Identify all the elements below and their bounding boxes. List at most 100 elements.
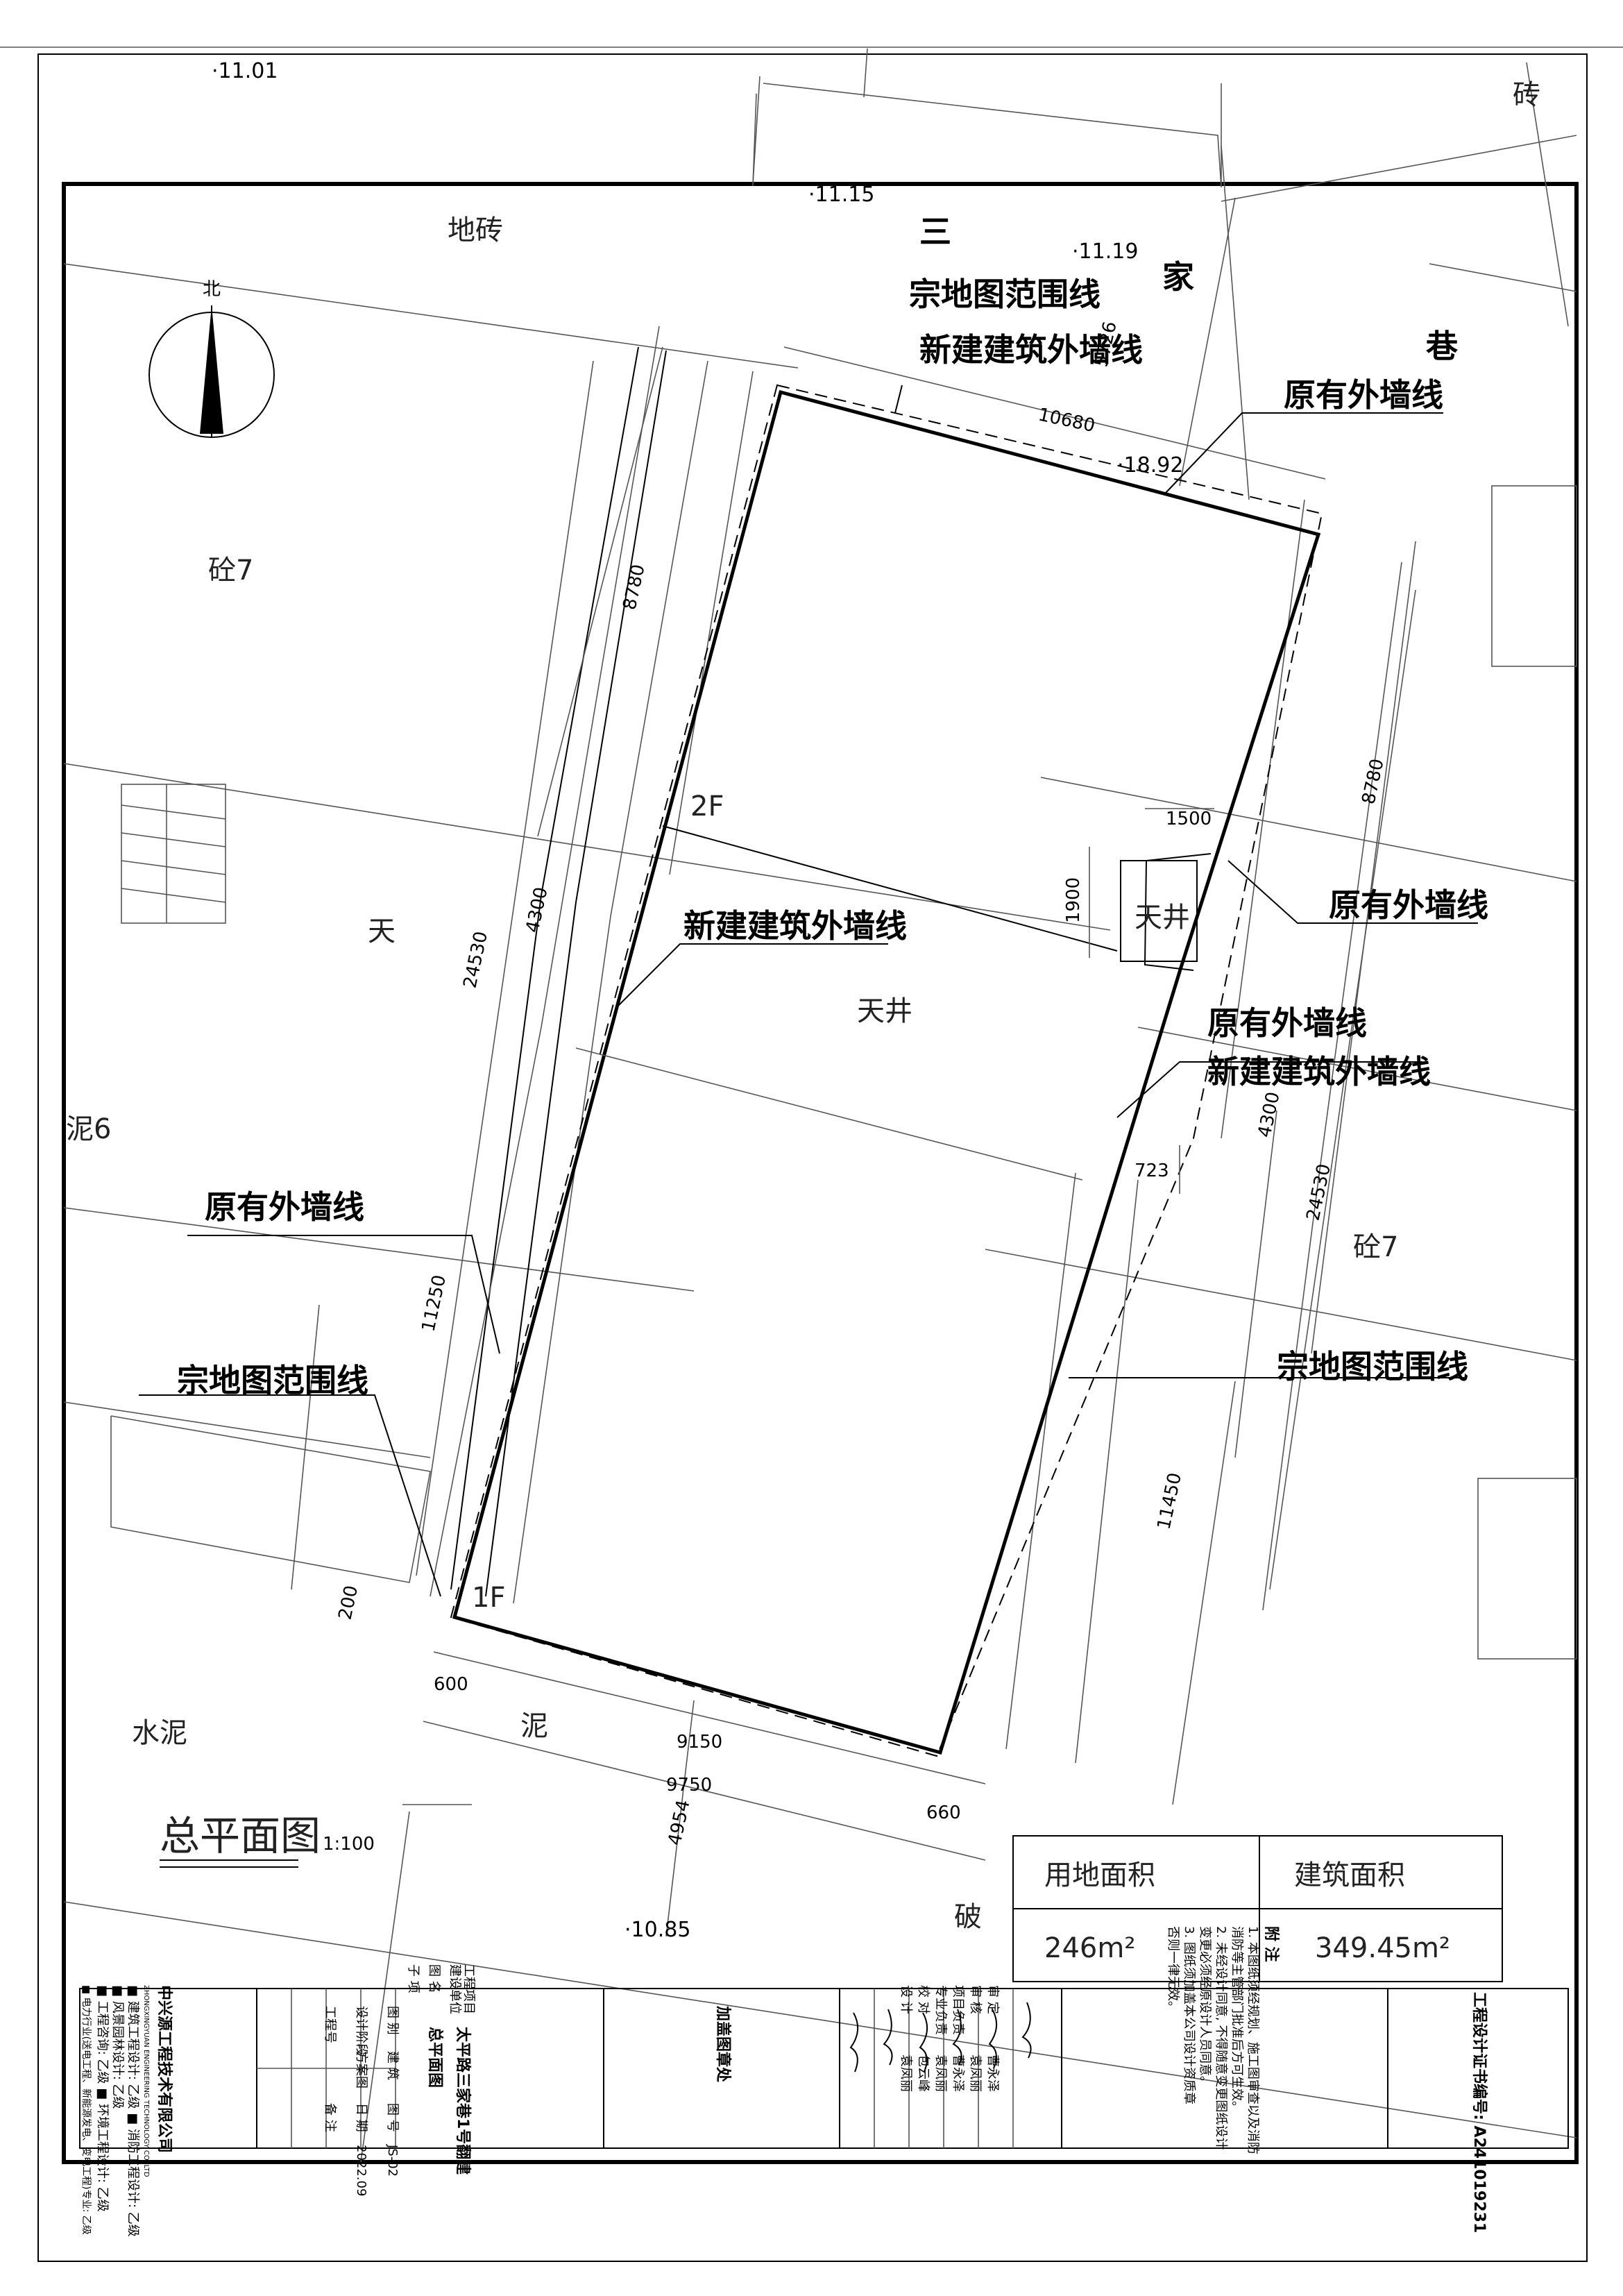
courtyard-label: 天井	[1135, 902, 1190, 934]
callout-parcel-boundary: 宗地图范围线	[1277, 1348, 1468, 1385]
person-name: 袁凤丽	[968, 2054, 983, 2092]
elevation-mark: ·11.15	[808, 183, 874, 207]
project-name-label: 工程项目	[461, 1964, 476, 2014]
courtyard-label: 天井	[857, 995, 912, 1027]
company-name-en: ZHONGXINGYUAN ENGINEERING TECHNOLOGY CO.…	[142, 1985, 150, 2177]
date-label: 日 期	[354, 2103, 368, 2132]
dimension-text: 8780	[620, 562, 649, 611]
person-name: 袁凤丽	[933, 2054, 948, 2092]
elevation-mark: ·11.01	[212, 59, 278, 83]
dimension-text: 1900	[1063, 877, 1084, 923]
dimension-text: 24530	[460, 929, 493, 990]
dimension-text: 11250	[418, 1273, 451, 1333]
project-no-label: 工程号	[323, 2006, 337, 2043]
dimension-text: 24530	[1303, 1162, 1336, 1222]
callout-existing-wall: 原有外墙线	[1284, 376, 1443, 414]
date: 2022.09	[354, 2145, 368, 2196]
certificate-number: 工程设计证书编号: A241019231	[1470, 1992, 1488, 2233]
sheet-no-label: 图 号	[385, 2103, 400, 2132]
callout-new-wall: 新建建筑外墙线	[683, 907, 907, 945]
dimension-text: 10680	[1037, 405, 1097, 437]
land-area-value: 246m²	[1044, 1932, 1135, 1964]
dimension-text: 200	[335, 1584, 363, 1622]
role-label: 审 核	[968, 1985, 983, 2014]
ground-label-tong7-right: 砼7	[1353, 1231, 1398, 1263]
left-neighbour-walls	[430, 326, 754, 1604]
callout-new-wall: 新建建筑外墙线	[1207, 1053, 1431, 1090]
sheet-border	[37, 53, 1588, 2262]
drawing-title: 总平面图	[160, 1812, 321, 1859]
dimension-text: 8780	[1359, 757, 1388, 806]
floor-label-2f: 2F	[690, 791, 724, 822]
callout-new-wall: 新建建筑外墙线	[919, 331, 1143, 369]
specialty: 建 筑	[385, 2051, 400, 2080]
subproject-label: 子 项	[406, 1964, 420, 1993]
qualification-line: ■ 电力行业(送电工程、新能源发电、变电工程)专业: 乙级	[80, 1985, 92, 2235]
floor-divider-line	[662, 825, 1118, 952]
ground-label-dizhuan: 地砖	[448, 214, 503, 246]
drawing-frame	[62, 182, 1579, 2164]
ground-label-ni6: 泥6	[66, 1113, 111, 1145]
building-area-label: 建筑面积	[1294, 1859, 1405, 1891]
client-label: 建设单位	[448, 1964, 462, 2014]
street-char-xiang: 巷	[1425, 328, 1459, 365]
qualification-line: ■ 风景园林设计: 乙级	[110, 1985, 125, 2109]
right-neighbour-walls	[1234, 562, 1402, 1611]
callout-parcel-boundary: 宗地图范围线	[909, 276, 1101, 313]
note-line: 2. 未经设计同意, 不得随意变更图纸设计	[1214, 1926, 1228, 2150]
drawing-name: 总平面图	[426, 2027, 444, 2088]
elevation-mark: ·10.85	[624, 1918, 690, 1942]
dimension-text: 4954	[665, 1798, 695, 1847]
stair-hatching	[121, 784, 226, 924]
callout-existing-wall: 原有外墙线	[1207, 1004, 1367, 1042]
specialty-label: 图 别	[385, 2006, 400, 2035]
dimension-text: 600	[434, 1674, 468, 1695]
dimension-text: 660	[926, 1803, 961, 1823]
context-lines	[0, 47, 1623, 2163]
person-name: 曹永泽	[951, 2054, 965, 2092]
stage-label: 设计阶段	[354, 2006, 368, 2056]
dimension-text: 9750	[666, 1775, 712, 1796]
elevation-mark: ·11.19	[1072, 239, 1138, 264]
role-label: 专业负责	[933, 1985, 948, 2035]
courtyard-notch	[1144, 853, 1212, 971]
project-name: 太平路三家巷1号翻建	[454, 2027, 472, 2175]
dimension-text: 9150	[677, 1732, 722, 1753]
ground-label-zhuan: 砖	[1513, 79, 1540, 111]
ground-label-tian: 天	[368, 915, 396, 947]
note-line: 否则一律无效。	[1166, 1926, 1180, 2014]
ground-label-tong7: 砼7	[208, 555, 253, 586]
company-name: 中兴源工程技术有限公司	[155, 1985, 173, 2153]
qualification-line: ■ 建筑工程设计: 乙级 ■ 消防工程设计: 乙级	[126, 1985, 140, 2237]
courtyard-box	[1120, 860, 1198, 962]
dimension-text: 4300	[1255, 1090, 1284, 1139]
stage: 方案图	[354, 2051, 368, 2088]
callout-parcel-boundary: 宗地图范围线	[177, 1362, 368, 1399]
interior-line	[575, 1047, 1083, 1181]
floor-label-1f: 1F	[472, 1582, 505, 1614]
drawing-scale: 1:100	[323, 1834, 375, 1855]
role-label: 设 计	[899, 1985, 913, 2014]
qualification-line: ■ 工程咨询: 乙级 ■ 环境工程设计: 乙级	[95, 1985, 110, 2212]
callout-existing-wall: 原有外墙线	[205, 1188, 364, 1226]
ground-label-po: 破	[954, 1901, 982, 1933]
drawing-name-label: 图 名	[427, 1964, 441, 1993]
role-label: 审 定	[985, 1985, 1000, 2014]
note-line: 3. 图纸须加盖本公司设计资质章	[1182, 1926, 1196, 2104]
dimension-text: 11450	[1154, 1471, 1187, 1531]
stamp-label: 加盖图章处	[714, 2005, 732, 2082]
building-area-value: 349.45m²	[1315, 1932, 1450, 1964]
note-line: 变更必须经原设计人员同意。	[1198, 1926, 1212, 2088]
ground-label-ni: 泥	[520, 1710, 548, 1742]
person-name: 包云峰	[916, 2054, 931, 2092]
north-arrow	[148, 305, 275, 438]
dimension-lines	[416, 145, 1416, 1937]
notes-title: 附 注	[1262, 1926, 1280, 1962]
north-label: 北	[203, 279, 221, 300]
sheet-no: JS-02	[385, 2144, 400, 2177]
signatures	[849, 2002, 1032, 2073]
new-building-outline	[452, 389, 1321, 1755]
area-table	[1012, 1835, 1503, 1982]
dimension-text: 723	[1135, 1160, 1169, 1181]
role-label: 校 对	[916, 1985, 931, 2014]
